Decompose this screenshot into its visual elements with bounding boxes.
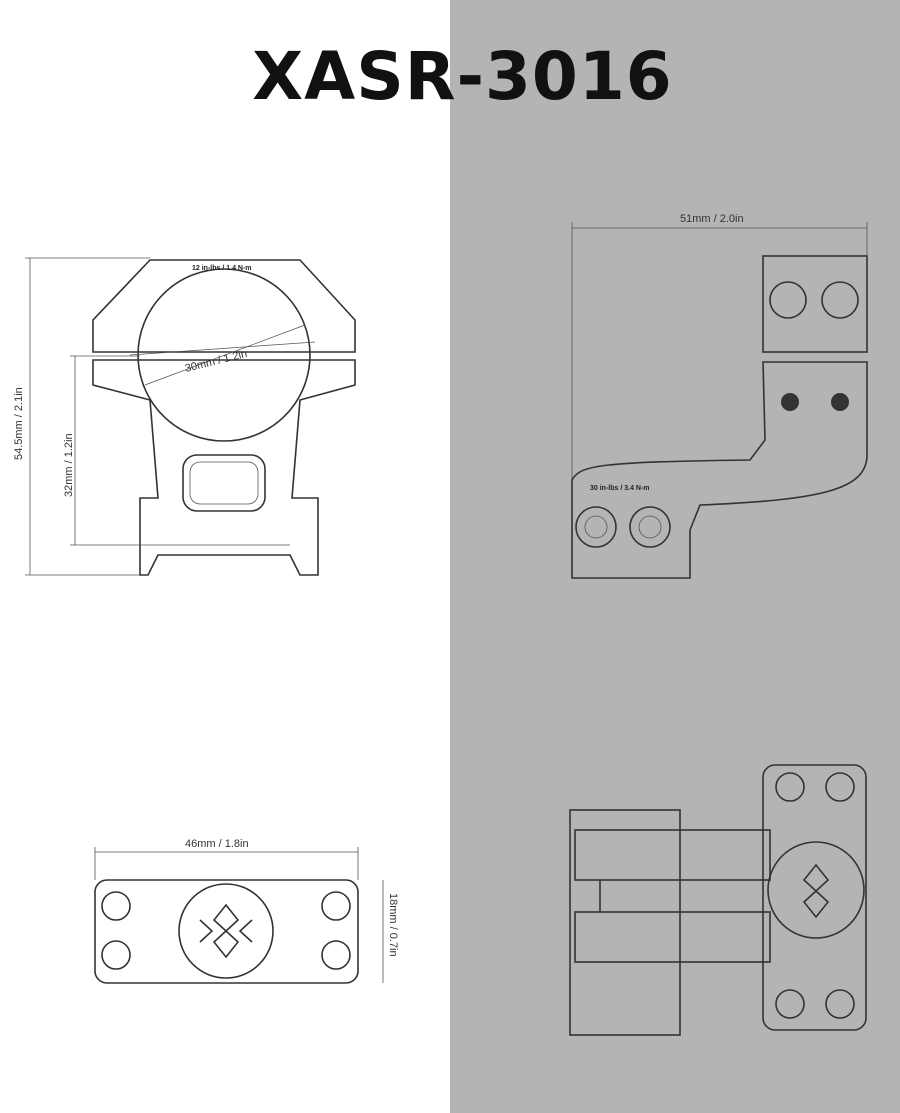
left-panel-background (0, 0, 450, 1113)
side-length-label: 51mm / 2.0in (680, 213, 744, 225)
center-height-label: 32mm / 1.2in (63, 433, 75, 497)
side-torque-label: 30 in-lbs / 3.4 N-m (590, 485, 650, 492)
top-view-offset-drawing (569, 764, 867, 1036)
product-title: XASR-3016 (252, 38, 673, 115)
right-panel-background (450, 0, 900, 1113)
total-height-label: 54.5mm / 2.1in (13, 387, 25, 460)
side-view-drawing (571, 222, 868, 579)
top-width-label: 46mm / 1.8in (185, 838, 249, 850)
front-view-drawing (25, 257, 356, 576)
top-view-drawing (94, 847, 384, 984)
top-depth-label: 18mm / 0.7in (387, 893, 399, 957)
front-torque-label: 12 in-lbs / 1.4 N-m (192, 265, 252, 272)
